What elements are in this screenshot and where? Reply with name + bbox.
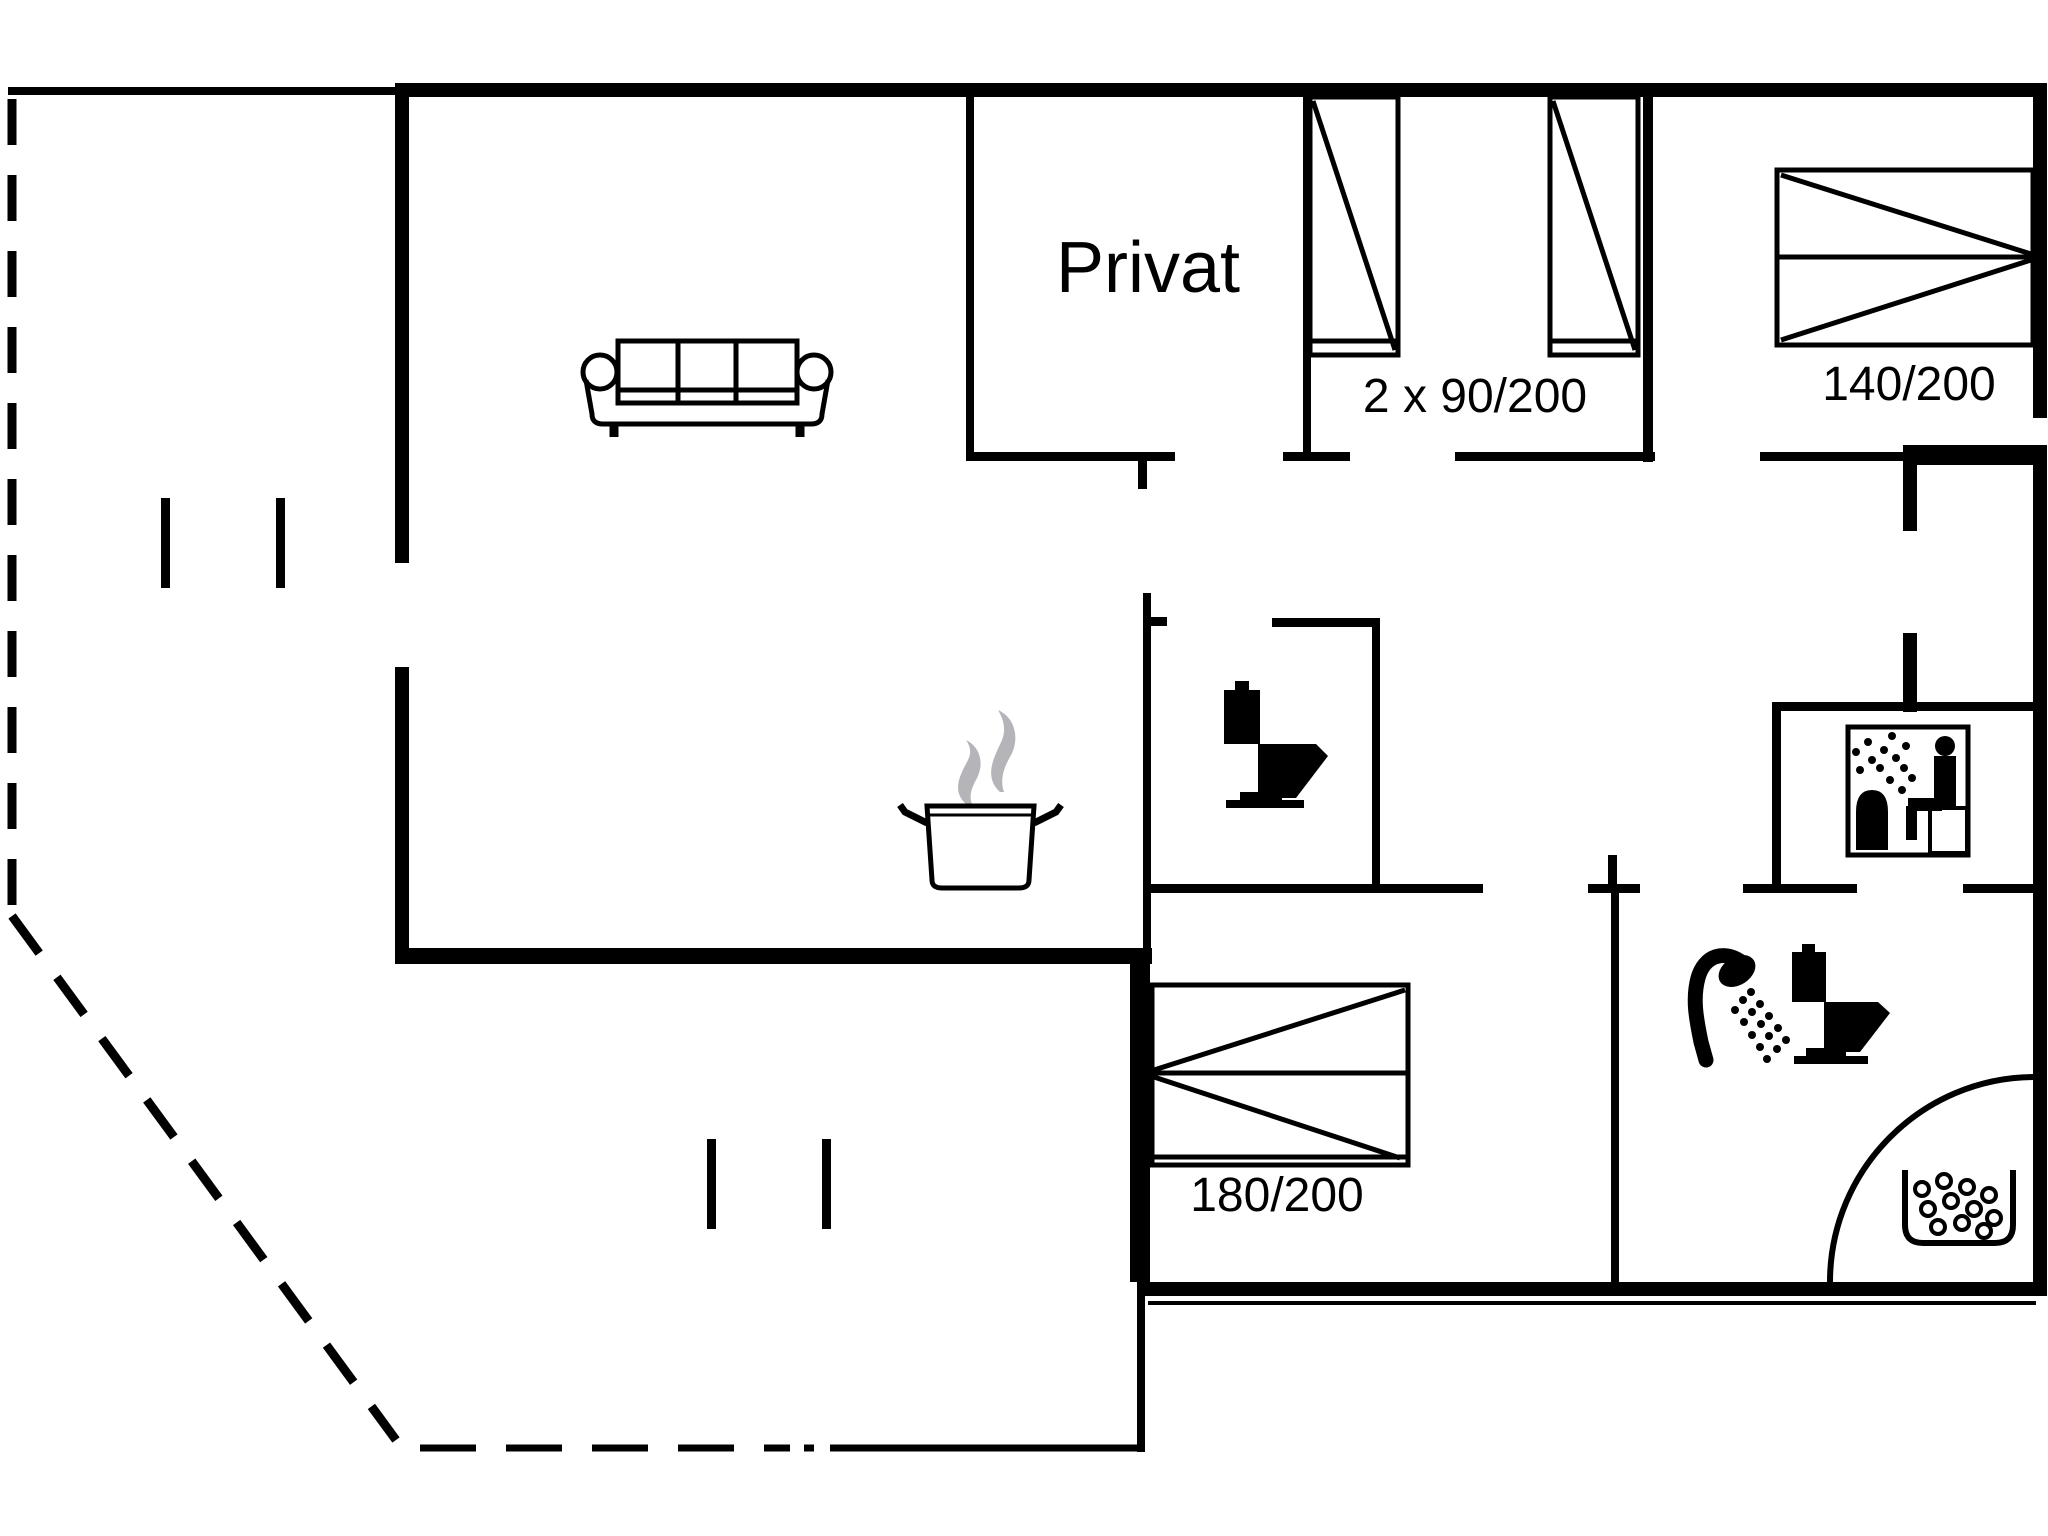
shower-icon — [1687, 948, 1790, 1068]
wall-top — [395, 83, 2047, 97]
wall-sauna-left — [1772, 708, 1781, 888]
wall-888-e — [1143, 884, 1483, 893]
toilet-icon — [1792, 944, 1890, 1064]
interior-walls — [966, 95, 2033, 1282]
wall-privat-right — [1303, 95, 1311, 455]
steam-icon — [991, 710, 1016, 792]
wall-left-upper — [395, 83, 409, 563]
sofa-icon — [580, 338, 834, 437]
terrace-step-tick-4 — [822, 1139, 831, 1229]
wall-wc-jamb — [1151, 617, 1167, 626]
wall-wc-right — [1372, 620, 1380, 888]
wall-sauna-top — [1772, 702, 2033, 711]
wall-888-f-jamb — [1608, 855, 1617, 887]
wall-888-h — [1963, 884, 2033, 893]
wall-living-bottom — [395, 948, 1152, 964]
steam-icon — [958, 740, 981, 804]
wall-house-bottom — [1137, 1282, 2047, 1296]
whirlpool-icon — [1902, 1170, 2016, 1246]
wall-left-lower — [395, 667, 409, 964]
wall-hall-b — [1283, 452, 1350, 461]
wall-hall-c — [1455, 452, 1655, 461]
wall-right-lower — [2033, 465, 2047, 1296]
wall-hall-a-jamb — [1138, 461, 1147, 489]
cooking-pot-icon — [897, 710, 1064, 891]
wall-vestibule-stub-lower — [1903, 633, 1917, 712]
terrace-diagonal-dashed-line — [8, 913, 400, 1443]
terrace-step-tick-3 — [707, 1139, 716, 1229]
terrace-step-tick-2 — [276, 498, 285, 588]
terrace-top-line — [8, 87, 395, 95]
label-privat: Privat — [1056, 228, 1240, 308]
bed-single-left — [1307, 94, 1401, 358]
wall-privat-left — [966, 95, 974, 455]
label-bed-180: 180/200 — [1190, 1169, 1364, 1222]
bed-double-140 — [1774, 167, 2036, 348]
wall-hall-a — [966, 452, 1175, 461]
toilet-icon — [1224, 681, 1328, 808]
sauna-icon — [1845, 724, 1971, 858]
wall-step-right — [1903, 445, 2047, 465]
terrace-step-tick-1 — [161, 498, 170, 588]
wall-wc-left — [1143, 593, 1151, 950]
exterior-walls — [395, 83, 2047, 1296]
wall-bedrooms-divider — [1643, 95, 1653, 462]
wall-vestibule-stub-upper — [1903, 465, 1917, 531]
wall-bedroom180-left — [1130, 948, 1150, 1282]
terrace-boundary — [7, 87, 2036, 1452]
wall-wc-top — [1272, 618, 1380, 627]
house-bottom-step-line — [1148, 1301, 2036, 1305]
bed-single-right — [1547, 94, 1641, 358]
wall-bathroom-left — [1611, 888, 1619, 1282]
bed-double-180 — [1149, 982, 1411, 1168]
label-bed-140: 140/200 — [1822, 358, 1996, 411]
terrace-right-edge-line — [1137, 1296, 1145, 1452]
label-twin-beds: 2 x 90/200 — [1363, 370, 1587, 423]
door-swing-arc — [1827, 1074, 2036, 1283]
wall-888-g — [1743, 884, 1857, 893]
wall-hall-d — [1760, 452, 1903, 461]
wall-right-upper — [2033, 83, 2047, 418]
